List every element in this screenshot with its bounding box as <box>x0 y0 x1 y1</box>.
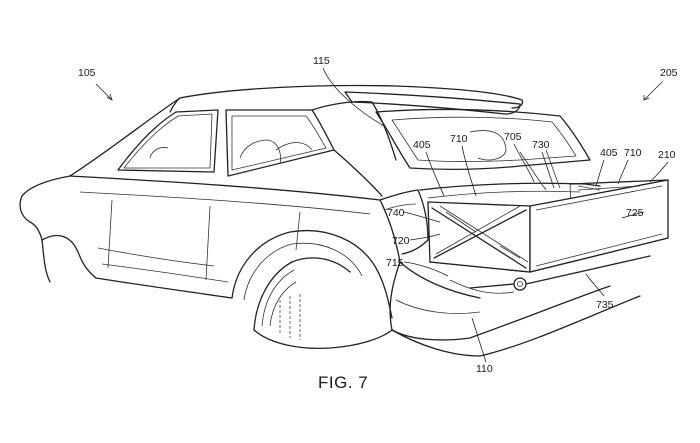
figure-caption: FIG. 7 <box>318 373 368 392</box>
ref-label-710-left: 710 <box>450 133 468 145</box>
ref-label-720: 720 <box>392 235 410 247</box>
ref-label-725: 725 <box>626 207 644 219</box>
ref-label-405-left: 405 <box>413 139 431 151</box>
cargo-box-assembly <box>419 149 669 294</box>
ref-label-730: 730 <box>532 139 550 151</box>
ref-label-735: 735 <box>596 299 614 311</box>
reference-labels: 105 205 115 405 710 705 730 405 710 210 … <box>78 55 678 375</box>
ref-label-210: 210 <box>658 149 676 161</box>
ref-label-110: 110 <box>476 363 493 375</box>
ref-label-705: 705 <box>504 131 522 143</box>
ref-label-710-right: 710 <box>624 147 642 159</box>
ref-label-740: 740 <box>387 207 405 219</box>
ref-label-115: 115 <box>313 55 330 67</box>
ref-label-105: 105 <box>78 67 96 79</box>
ref-label-715: 715 <box>386 257 404 269</box>
ref-label-205: 205 <box>660 67 678 79</box>
vehicle-body <box>19 84 641 357</box>
ref-label-405-right: 405 <box>600 147 618 159</box>
leader-lines <box>95 67 669 363</box>
